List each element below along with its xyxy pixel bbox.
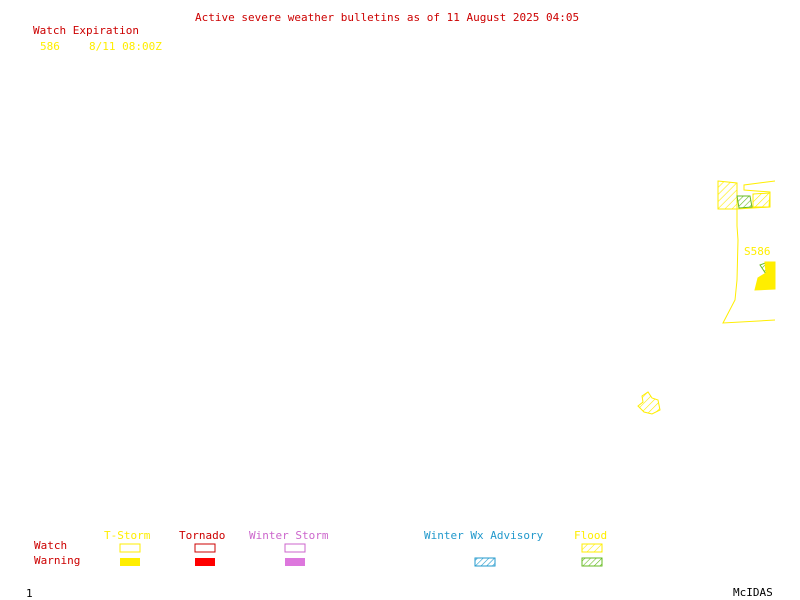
legend-tstorm-label: T-Storm [104,529,151,542]
legend-flood-warning-swatch [581,557,603,567]
watch-expiration-time: 8/11 08:00Z [89,40,162,53]
legend-tornado-warning-swatch [195,558,215,566]
flood-area [752,192,771,208]
legend-tstorm-warning-swatch [120,558,140,566]
watch-map-label: S586 [744,245,771,258]
tstorm-warning-area [754,261,776,291]
legend-warning-row-label: Warning [34,554,81,567]
legend-winter-storm-watch-swatch [284,543,306,553]
legend-tornado-watch-swatch [194,543,216,553]
legend-flood-label: Flood [574,529,608,542]
legend-flood-watch-swatch [581,543,603,553]
legend-winter-advisory-label: Winter Wx Advisory [424,529,544,542]
page-title: Active severe weather bulletins as of 11… [195,11,580,24]
legend-winter-storm-label: Winter Storm [249,529,329,542]
watch-number: 586 [40,40,60,53]
legend-tstorm-watch-swatch [119,543,141,553]
frame-number: 1 [26,587,33,600]
legend-winter-advisory-swatch [474,557,496,567]
watch-expiration-heading: Watch Expiration [33,24,139,37]
legend-winter-storm-warning-swatch [285,558,305,566]
legend-watch-row-label: Watch [34,539,68,552]
watch-586-outline [722,180,776,324]
mcidas-brand: McIDAS [733,586,773,599]
legend-tornado-label: Tornado [179,529,226,542]
flood-warning-area [736,195,753,209]
flood-area [717,180,738,210]
flood-area [637,391,661,415]
